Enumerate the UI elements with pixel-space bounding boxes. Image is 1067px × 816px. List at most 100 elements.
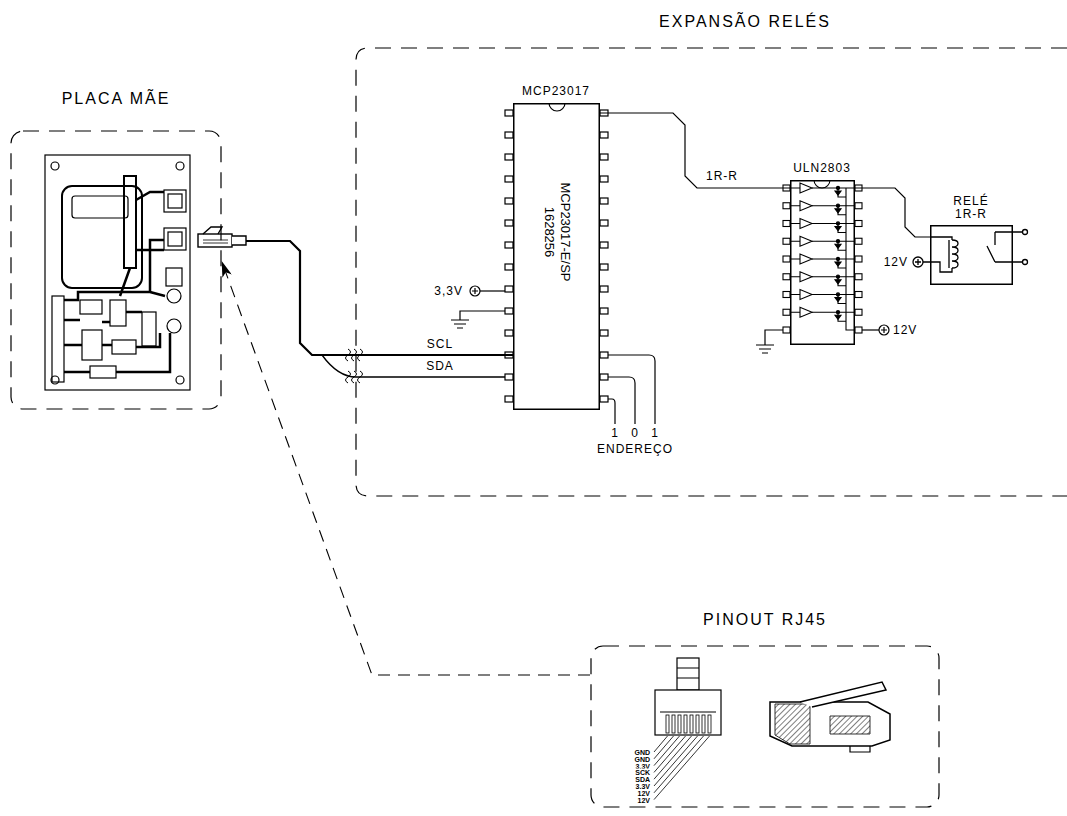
- region-frame-outline: [590, 645, 940, 808]
- motherboard-illustration: [45, 155, 190, 390]
- rj45-pinout-illustration: [770, 702, 890, 746]
- region-frame-border: [11, 131, 221, 409]
- cable-break-symbol: [346, 371, 363, 383]
- mcp23017-chip-art: [600, 132, 608, 138]
- relay-internals: [915, 259, 921, 265]
- uln2803-chip-art: [855, 256, 862, 262]
- mcp23017-chip-art: [505, 110, 513, 116]
- rj45-pinout-illustration: [775, 704, 810, 744]
- address-caption: ENDEREÇO: [596, 443, 674, 455]
- voltage-label: 12V: [883, 256, 909, 268]
- motherboard-illustration: [167, 319, 181, 333]
- mcp23017-chip-art: [600, 264, 608, 270]
- motherboard-illustration: [168, 194, 182, 208]
- mcp-power-wiring: [480, 290, 505, 291]
- rj45-pinout-illustration: [684, 715, 687, 733]
- uln2803-chip-art: [855, 292, 862, 298]
- uln2803-chip-art: [835, 244, 841, 248]
- uln2803-chip-art: [800, 183, 812, 193]
- relay-internals: [913, 257, 923, 267]
- relay-internals: [987, 232, 995, 262]
- rj45-pinout-illustration: [690, 715, 693, 733]
- rj45-pinout-illustration: [660, 711, 716, 712]
- motherboard-illustration: [110, 300, 126, 326]
- voltage-label: 3,3V: [433, 285, 464, 297]
- pin-label: 3.3V: [635, 783, 651, 790]
- mcp23017-chip-art: [505, 242, 513, 248]
- wire-label: 1R-R: [705, 170, 739, 182]
- mcp23017-chip-art: [505, 330, 513, 336]
- uln2803-chip-art: [800, 290, 812, 300]
- cable-break-symbol: [346, 349, 363, 361]
- motherboard-illustration: [45, 155, 190, 390]
- uln2803-chip-art: [783, 292, 790, 298]
- motherboard-illustration: [52, 296, 64, 382]
- voltage-label: 12V: [892, 324, 918, 336]
- uln2803-chip-art: [835, 227, 841, 231]
- region-frame-border: [356, 48, 1067, 496]
- heading-label: ULN2803: [793, 162, 851, 175]
- uln2803-chip-art: [855, 203, 862, 209]
- rj45-pinout-illustration: [696, 715, 699, 733]
- mcp23017-chip-art: [600, 154, 608, 160]
- mcp-power-wiring: [451, 320, 469, 328]
- rj45-pinout-illustration: [654, 736, 668, 752]
- mcp23017-chip-art: [600, 220, 608, 226]
- rj45-pinout-illustration: [654, 736, 710, 800]
- mcp23017-chip-art: [505, 352, 513, 358]
- ic-chip: ULN2803: [790, 180, 855, 345]
- rj45-pinout-illustration: [672, 715, 675, 733]
- motherboard-illustration: [164, 190, 186, 212]
- pin-label: GND: [633, 755, 651, 762]
- uln2803-chip-art: [800, 307, 812, 317]
- heading-label: RELÉ 1R-R: [946, 195, 996, 221]
- motherboard-illustration: [176, 376, 184, 384]
- ic-chip-outline: [513, 103, 600, 410]
- heading-label: PLACA MÃE: [62, 90, 171, 108]
- uln-power-wiring: [879, 325, 889, 335]
- uln2803-chip-art: [783, 238, 790, 244]
- pin-label: GND: [633, 749, 651, 756]
- mcp23017-chip-art: [505, 220, 513, 226]
- uln2803-chip-art: [783, 221, 790, 227]
- uln2803-chip-art: [783, 256, 790, 262]
- region-frame-outline: [10, 130, 222, 410]
- rj45-plug-on-board: [203, 240, 228, 243]
- mcp-power-wiring: [470, 286, 480, 296]
- uln-power-wiring: [765, 330, 783, 345]
- mcp-power-wiring: [460, 311, 505, 320]
- rj45-plug-on-board: [198, 227, 246, 247]
- mcp23017-chip-art: [600, 374, 608, 380]
- mcp23017-chip-art: [505, 286, 513, 292]
- cable-break-symbol: [346, 349, 363, 383]
- mcp23017-chip-art: [505, 103, 608, 402]
- address-bit: 1: [650, 427, 660, 439]
- address-lines: [608, 399, 615, 424]
- mcp23017-chip-art: [600, 330, 608, 336]
- relay-internals: [923, 262, 952, 272]
- uln2803-chip-art: [835, 280, 841, 284]
- uln2803-chip-art: [800, 201, 812, 211]
- uln2803-chip-art: [800, 236, 812, 246]
- rj45-pinout-illustration: [677, 668, 699, 678]
- motherboard-illustration: [142, 312, 156, 346]
- uln2803-chip-art: [783, 274, 790, 280]
- motherboard-illustration: [120, 192, 164, 296]
- mcp23017-chip-art: [600, 242, 608, 248]
- rj45-plug-on-board: [198, 234, 232, 247]
- relay-internals: [930, 237, 952, 240]
- signal-wire: [855, 188, 930, 237]
- signal-label: SCL: [426, 338, 454, 350]
- uln2803-chip-art: [783, 203, 790, 209]
- rj45-pinout-illustration: [850, 746, 870, 752]
- mcp23017-chip-art: [505, 132, 513, 138]
- uln2803-chip-art: [835, 191, 841, 195]
- mcp23017-chip-art: [600, 308, 608, 314]
- mcp23017-chip-art: [505, 308, 513, 314]
- ic-chip-border: [514, 104, 600, 410]
- sda-wire: [322, 355, 505, 377]
- uln2803-chip-art: [835, 262, 841, 266]
- heading-label: PINOUT RJ45: [703, 611, 827, 629]
- mcp23017-chip-art: [505, 176, 513, 182]
- relay-internals: [948, 240, 949, 268]
